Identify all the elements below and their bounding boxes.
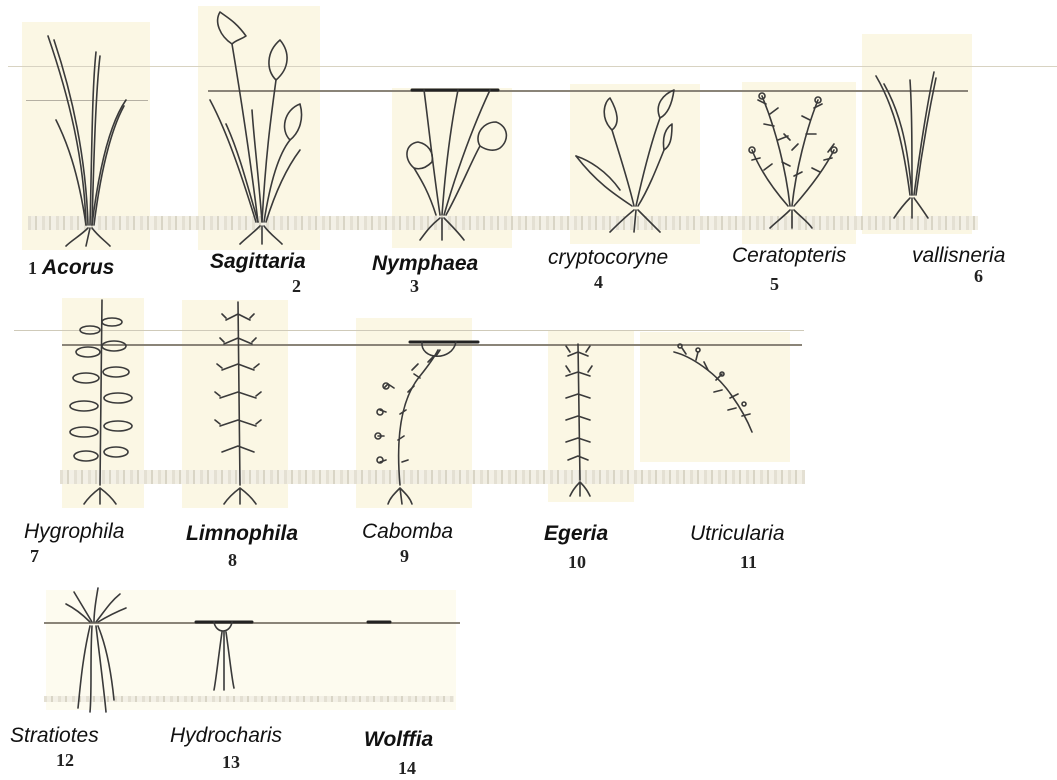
limnophila-sketch: [215, 302, 261, 504]
nymphaea-sketch: [407, 90, 506, 240]
plant-name: vallisneria: [912, 244, 1005, 268]
hydrocharis-sketch: [196, 622, 252, 690]
cryptocoryne-sketch: [576, 90, 674, 232]
ceratopteris-sketch: [749, 93, 837, 228]
vallisneria-sketch: [876, 72, 936, 218]
egeria-sketch: [566, 344, 592, 496]
plant-number: 8: [228, 550, 237, 571]
utricularia-sketch: [674, 344, 752, 432]
plant-name: Utricularia: [690, 522, 785, 546]
cabomba-sketch: [375, 342, 478, 504]
plant-name: Stratiotes: [10, 724, 99, 748]
plant-number: 9: [400, 546, 409, 567]
plant-name: Cabomba: [362, 520, 453, 544]
plant-name: Egeria: [544, 522, 608, 546]
plant-name: Sagittaria: [210, 250, 306, 274]
acorus-sketch: [48, 36, 126, 246]
hygrophila-sketch: [70, 300, 132, 504]
plant-number: 6: [974, 266, 983, 287]
plant-name: Hydrocharis: [170, 724, 282, 748]
plant-number: 11: [740, 552, 757, 573]
plant-name: Limnophila: [186, 522, 298, 546]
plant-number: 1: [28, 258, 37, 279]
plant-name: cryptocoryne: [548, 246, 668, 270]
plant-name: Nymphaea: [372, 252, 478, 276]
plant-name: Hygrophila: [24, 520, 124, 544]
plant-number: 3: [410, 276, 419, 297]
sagittaria-sketch: [210, 12, 302, 244]
plant-number: 14: [398, 758, 416, 779]
plant-number: 5: [770, 274, 779, 295]
plant-number: 2: [292, 276, 301, 297]
plant-name: Wolffia: [364, 728, 433, 752]
plant-number: 12: [56, 750, 74, 771]
plant-name: Acorus: [42, 256, 114, 280]
plant-number: 7: [30, 546, 39, 567]
plant-number: 4: [594, 272, 603, 293]
stratiotes-sketch: [66, 588, 126, 712]
plant-number: 10: [568, 552, 586, 573]
plant-name: Ceratopteris: [732, 244, 846, 268]
plant-number: 13: [222, 752, 240, 773]
